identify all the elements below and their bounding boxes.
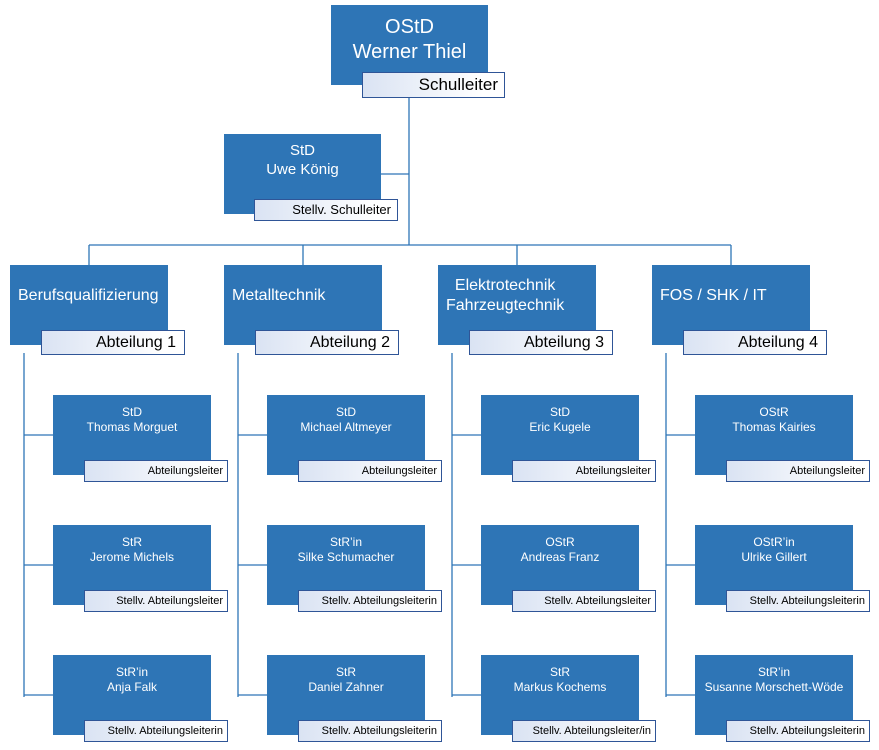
dept-2-member-3-title: StR <box>335 665 356 679</box>
dept-4-member-3-role-tag: Stellv. Abteilungsleiterin <box>726 720 870 742</box>
principal-role-tag: Schulleiter <box>362 72 505 98</box>
dept-3-name-line: Fahrzeugtechnik <box>446 297 565 314</box>
dept-4-member-3-title: StR’in <box>757 665 790 679</box>
dept-4-label-tag: Abteilung 4 <box>683 330 827 355</box>
dept-2-member-1-fullname: Michael Altmeyer <box>300 420 392 434</box>
dept-2-member-1-title: StD <box>335 405 356 419</box>
deputy-role-tag: Stellv. Schulleiter <box>254 199 398 221</box>
dept-4-member-3-fullname: Susanne Morschett-Wöde <box>704 680 844 694</box>
dept-4-name-line: FOS / SHK / IT <box>660 287 767 304</box>
dept-1-label-tag: Abteilung 1 <box>41 330 185 355</box>
deputy-name: StD Uwe König <box>224 142 381 180</box>
principal-box: OStD Werner Thiel Schulleiter <box>331 5 505 98</box>
dept-1-name: Berufsqualifizierung <box>18 265 159 327</box>
dept-3-member-1-title: StD <box>549 405 570 419</box>
dept-4-member-2-fullname: Ulrike Gillert <box>741 550 807 564</box>
dept-2-name: Metalltechnik <box>232 265 325 327</box>
dept-1-member-3-role-tag: Stellv. Abteilungsleiterin <box>84 720 228 742</box>
dept-4-member-2-title: OStR’in <box>753 535 795 549</box>
deputy-title: StD <box>289 142 315 159</box>
dept-3-member-2-title: OStR <box>545 535 575 549</box>
dept-1-member-3-title: StR’in <box>115 665 148 679</box>
dept-1-member-3-fullname: Anja Falk <box>106 680 158 694</box>
dept-4-box: FOS / SHK / IT Abteilung 4 <box>652 265 827 355</box>
deputy-fullname: Uwe König <box>266 160 339 178</box>
dept-2-name-line: Metalltechnik <box>232 287 326 304</box>
dept-1-member-2-role-tag: Stellv. Abteilungsleiter <box>84 590 228 612</box>
dept-3-member-2-fullname: Andreas Franz <box>520 550 600 564</box>
principal-fullname: Werner Thiel <box>352 41 467 63</box>
dept-1-member-2-fullname: Jerome Michels <box>89 550 175 564</box>
dept-3-member-1-fullname: Eric Kugele <box>529 420 591 434</box>
dept-2-member-2-role-tag: Stellv. Abteilungsleiterin <box>298 590 442 612</box>
deputy-box: StD Uwe König Stellv. Schulleiter <box>224 134 398 221</box>
dept-3-member-3-role-tag: Stellv. Abteilungsleiter/in <box>512 720 656 742</box>
dept-1-member-1-role-tag: Abteilungsleiter <box>84 460 228 482</box>
dept-4-member-1-role-tag: Abteilungsleiter <box>726 460 870 482</box>
dept-2-member-2-title: StR’in <box>329 535 362 549</box>
dept-1-member-1-fullname: Thomas Morguet <box>86 420 178 434</box>
dept-1-member-1-title: StD <box>121 405 142 419</box>
dept-3-member-3-title: StR <box>549 665 570 679</box>
dept-1-name-line: Berufsqualifizierung <box>18 287 159 304</box>
dept-4-member-2-role-tag: Stellv. Abteilungsleiterin <box>726 590 870 612</box>
dept-4-name: FOS / SHK / IT <box>660 265 767 327</box>
principal-name: OStD Werner Thiel <box>331 15 488 65</box>
dept-3-member-2-role-tag: Stellv. Abteilungsleiter <box>512 590 656 612</box>
dept-2-label-tag: Abteilung 2 <box>255 330 399 355</box>
dept-2-member-2-fullname: Silke Schumacher <box>297 550 395 564</box>
dept-2-member-3-role-tag: Stellv. Abteilungsleiterin <box>298 720 442 742</box>
dept-2-member-3-fullname: Daniel Zahner <box>308 680 384 694</box>
dept-3-member-1-role-tag: Abteilungsleiter <box>512 460 656 482</box>
dept-4-member-1-title: OStR <box>759 405 789 419</box>
dept-4-member-1-fullname: Thomas Kairies <box>732 420 816 434</box>
principal-title: OStD <box>385 16 434 38</box>
dept-3-name-line: Elektrotechnik <box>454 277 556 294</box>
dept-3-member-3-fullname: Markus Kochems <box>513 680 607 694</box>
dept-2-member-1-role-tag: Abteilungsleiter <box>298 460 442 482</box>
dept-1-member-2-title: StR <box>121 535 142 549</box>
dept-3-label-tag: Abteilung 3 <box>469 330 613 355</box>
